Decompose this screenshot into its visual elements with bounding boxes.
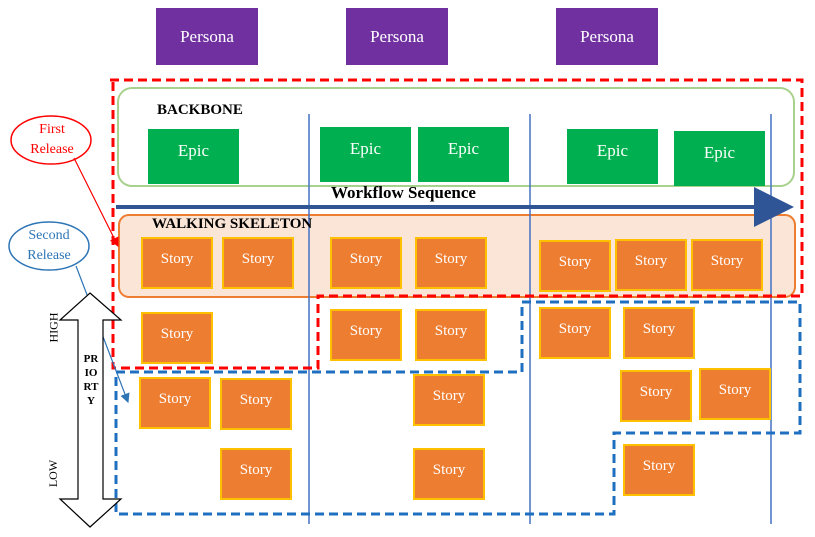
priority-word: PRIORTY <box>83 353 99 407</box>
story-card: Story <box>139 377 211 429</box>
story-card: Story <box>623 444 695 496</box>
story-card: Story <box>141 312 213 364</box>
first-release-text: First Release <box>30 122 74 157</box>
second-release-label: Second Release <box>13 226 85 266</box>
story-card: Story <box>623 307 695 359</box>
story-card: Story <box>620 370 692 422</box>
second-release-text: Second Release <box>27 228 71 263</box>
second-release-boundary <box>114 300 802 516</box>
story-card: Story <box>415 309 487 361</box>
story-card: Story <box>699 368 771 420</box>
persona-box: Persona <box>556 8 658 65</box>
epic-box: Epic <box>674 131 765 186</box>
first-release-boundary <box>110 78 804 370</box>
priority-high-wrap: HIGH <box>37 312 71 342</box>
story-card: Story <box>141 237 213 289</box>
epic-box: Epic <box>148 129 239 184</box>
story-card: Story <box>615 239 687 291</box>
persona-box: Persona <box>156 8 258 65</box>
story-card: Story <box>220 378 292 430</box>
epic-box: Epic <box>567 129 658 184</box>
priority-high-label: HIGH <box>46 312 61 342</box>
story-card: Story <box>330 237 402 289</box>
story-card: Story <box>691 239 763 291</box>
walking-skeleton-title: WALKING SKELETON <box>152 216 313 232</box>
story-card: Story <box>415 237 487 289</box>
first-release-oval <box>10 115 92 165</box>
story-card: Story <box>539 240 611 292</box>
priority-arrow <box>58 292 123 528</box>
persona-box: Persona <box>346 8 448 65</box>
epic-box: Epic <box>320 127 411 182</box>
priority-low-label: LOW <box>46 459 61 487</box>
epic-box: Epic <box>418 127 509 182</box>
first-release-pointer <box>73 157 119 248</box>
story-card: Story <box>413 374 485 426</box>
backbone-title: BACKBONE <box>157 102 243 118</box>
second-release-oval <box>8 221 90 271</box>
story-card: Story <box>539 307 611 359</box>
story-card: Story <box>413 448 485 500</box>
story-card: Story <box>220 448 292 500</box>
first-release-label: First Release <box>16 120 88 160</box>
workflow-sequence-label: Workflow Sequence <box>331 183 476 202</box>
story-card: Story <box>222 237 294 289</box>
priority-low-wrap: LOW <box>37 458 71 488</box>
story-card: Story <box>330 309 402 361</box>
